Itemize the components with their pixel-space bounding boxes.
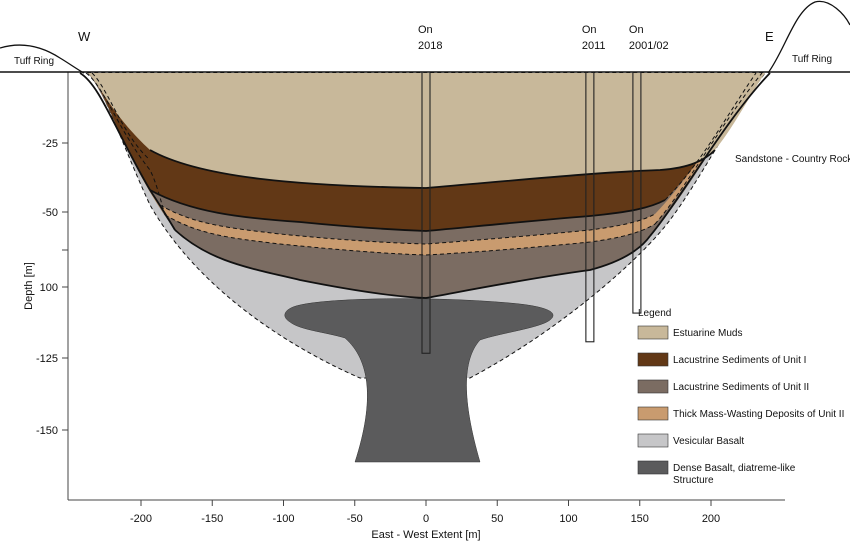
tuff-ring-left-label: Tuff Ring bbox=[14, 56, 54, 67]
x-tick-label: -150 bbox=[201, 513, 223, 525]
x-tick-label: -100 bbox=[272, 513, 294, 525]
x-ticks: -200 -150 -100 -50 0 50 100 150 200 bbox=[130, 500, 720, 525]
core-label-line2: 2018 bbox=[418, 40, 442, 52]
core-label-line1: On bbox=[629, 24, 644, 36]
estuarine-muds-zone bbox=[88, 73, 765, 188]
core-hole bbox=[421, 71, 431, 354]
y-tick-label: -50 bbox=[42, 207, 58, 219]
east-label: E bbox=[765, 29, 774, 44]
tuff-ring-right bbox=[767, 0, 850, 74]
base-estuarine-line bbox=[149, 149, 716, 189]
legend-label: Lacustrine Sediments of Unit I bbox=[673, 355, 806, 366]
x-tick-label: 50 bbox=[491, 513, 503, 525]
basin-wall-outer-east bbox=[649, 72, 771, 237]
core-hole bbox=[632, 71, 642, 314]
basin-wall-outer bbox=[79, 72, 176, 231]
legend-swatch bbox=[637, 460, 669, 475]
legend-label: Estuarine Muds bbox=[673, 328, 742, 339]
y-tick-label: 100 bbox=[40, 282, 58, 294]
core-hole bbox=[585, 71, 595, 343]
y-tick-label: -150 bbox=[36, 425, 58, 437]
legend-label: Dense Basalt, diatreme-like bbox=[673, 463, 796, 474]
x-tick-label: -200 bbox=[130, 513, 152, 525]
x-tick-label: 0 bbox=[423, 513, 429, 525]
core-label-line2: 2001/02 bbox=[629, 40, 669, 52]
country-rock-label: Sandstone - Country Rock bbox=[735, 154, 850, 165]
tuff-ring-right-label: Tuff Ring bbox=[792, 54, 832, 65]
legend-swatch bbox=[637, 379, 669, 394]
core-label-line1: On bbox=[582, 24, 597, 36]
tuff-ring-left bbox=[0, 44, 85, 74]
legend-title: Legend bbox=[638, 308, 671, 319]
basin-wall-dash-east-2 bbox=[664, 72, 757, 201]
y-tick-label: -25 bbox=[42, 138, 58, 150]
legend-label: Lacustrine Sediments of Unit II bbox=[673, 382, 809, 393]
core-label-line2: 2011 bbox=[582, 40, 606, 52]
legend-swatch bbox=[637, 433, 669, 448]
base-unit-ii-line bbox=[174, 229, 651, 299]
y-axis-title: Depth [m] bbox=[23, 262, 35, 310]
x-tick-label: -50 bbox=[347, 513, 363, 525]
y-ticks: -25 -50 100 -125 -150 bbox=[36, 138, 68, 437]
legend-swatch bbox=[637, 406, 669, 421]
legend-swatch bbox=[637, 325, 669, 340]
x-tick-label: 100 bbox=[559, 513, 577, 525]
dense-basalt-diatreme bbox=[284, 298, 554, 463]
core-holes: On 2018 On 2011 On 2001/02 bbox=[418, 24, 669, 354]
core-label-line1: On bbox=[418, 24, 433, 36]
base-unit-i-line bbox=[149, 189, 666, 232]
basin-wall-dash-west-1 bbox=[85, 72, 166, 216]
x-axis-title: East - West Extent [m] bbox=[371, 529, 480, 541]
basin-wall-dash-west-2 bbox=[91, 72, 151, 161]
x-tick-label: 200 bbox=[702, 513, 720, 525]
west-label: W bbox=[78, 29, 91, 44]
y-tick-label: -125 bbox=[36, 353, 58, 365]
legend-label-line2: Structure bbox=[673, 475, 714, 486]
x-tick-label: 150 bbox=[631, 513, 649, 525]
legend-swatch bbox=[637, 352, 669, 367]
legend-label: Thick Mass-Wasting Deposits of Unit II bbox=[673, 409, 844, 420]
basin-wall-dash-east-1 bbox=[654, 72, 763, 225]
legend-label: Vesicular Basalt bbox=[673, 436, 744, 447]
